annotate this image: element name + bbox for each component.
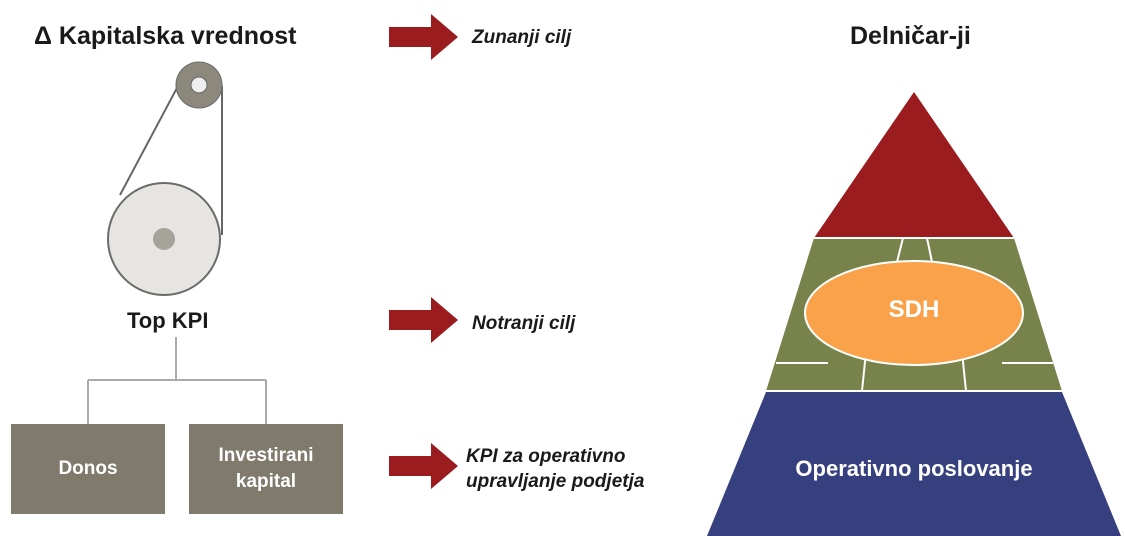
top-kpi-label: Top KPI <box>127 308 209 333</box>
pyramid-top-tier <box>814 92 1014 238</box>
invested-capital-label-line1: Investirani <box>218 445 314 466</box>
kpi-goal-line2: upravljanje podjetja <box>466 471 645 492</box>
belt-pulley-graphic <box>107 61 223 296</box>
invested-capital-box: Investirani kapital <box>189 424 343 514</box>
external-goal-label: Zunanji cilj <box>472 27 572 48</box>
capital-value-title: Δ Kapitalska vrednost <box>34 22 297 50</box>
kpi-goal-label: KPI za operativno upravljanje podjetja <box>466 444 644 494</box>
pyramid-base-tier <box>707 392 1121 536</box>
sdh-ellipse <box>804 260 1024 366</box>
sdh-label: SDH <box>888 296 940 323</box>
tree-connector <box>87 337 267 424</box>
pyramid <box>707 92 1121 536</box>
arrow-external-goal <box>389 14 458 60</box>
kpi-goal-line1: KPI za operativno <box>466 446 626 467</box>
invested-capital-label-line2: kapital <box>235 471 297 492</box>
arrow-kpi-goal <box>389 443 458 489</box>
donos-box: Donos <box>11 424 165 514</box>
operations-label: Operativno poslovanje <box>795 456 1033 481</box>
shareholders-title: Delničar-ji <box>850 22 971 50</box>
donos-label: Donos <box>58 458 118 479</box>
internal-goal-label: Notranji cilj <box>472 313 576 334</box>
arrow-internal-goal <box>389 297 458 343</box>
